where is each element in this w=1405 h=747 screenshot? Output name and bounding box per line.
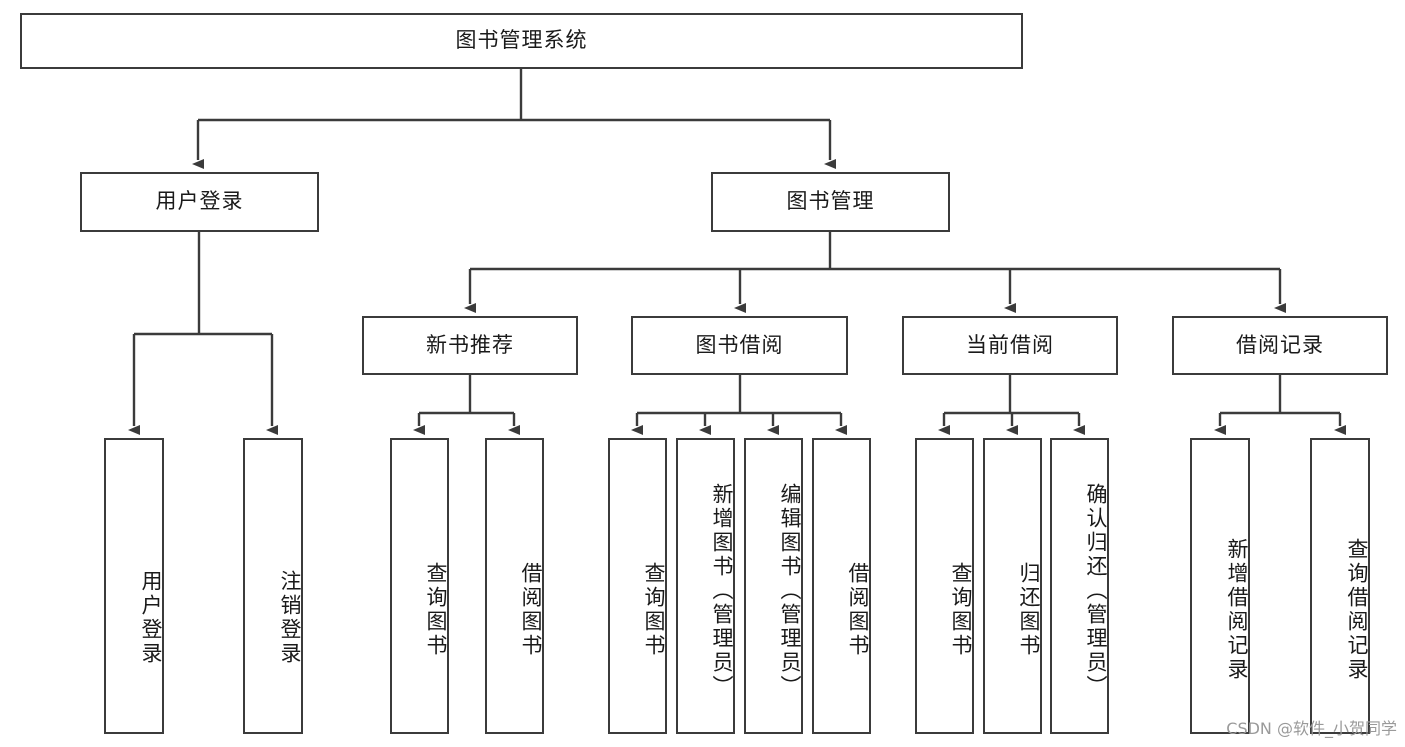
node-label: 新书推荐 (426, 332, 514, 357)
node-leaf-borrow-book[interactable]: 借阅图书 (812, 438, 871, 734)
node-label: 借阅图书 (846, 562, 870, 658)
node-leaf-query-record[interactable]: 查询借阅记录 (1310, 438, 1370, 734)
node-leaf-confirm-return[interactable]: 确认归还（管理员） (1050, 438, 1109, 734)
node-label: 新增图书（管理员） (710, 483, 734, 699)
node-label: 借阅图书 (519, 562, 543, 658)
node-leaf-edit-book[interactable]: 编辑图书（管理员） (744, 438, 803, 734)
node-current-borrow[interactable]: 当前借阅 (902, 316, 1118, 375)
node-label: 查询图书 (642, 562, 666, 658)
node-borrow-record[interactable]: 借阅记录 (1172, 316, 1388, 375)
node-label: 图书借阅 (695, 332, 784, 357)
node-root-图书管理系统[interactable]: 图书管理系统 (20, 13, 1023, 69)
node-user-login[interactable]: 用户登录 (80, 172, 319, 232)
node-new-book-recommend[interactable]: 新书推荐 (362, 316, 578, 375)
node-leaf-logout[interactable]: 注销登录 (243, 438, 303, 734)
node-label: 图书管理 (786, 189, 875, 214)
node-label: 查询图书 (949, 562, 973, 658)
node-label: 注销登录 (278, 570, 302, 666)
node-label: 用户登录 (139, 570, 163, 666)
node-leaf-query-book-borrow[interactable]: 查询图书 (608, 438, 667, 734)
node-label: 查询图书 (424, 562, 448, 658)
node-book-manage[interactable]: 图书管理 (711, 172, 950, 232)
node-leaf-return-book[interactable]: 归还图书 (983, 438, 1042, 734)
node-label: 用户登录 (155, 189, 244, 214)
node-book-borrow[interactable]: 图书借阅 (631, 316, 848, 375)
node-label: 借阅记录 (1236, 332, 1324, 357)
node-leaf-query-book-new[interactable]: 查询图书 (390, 438, 449, 734)
node-leaf-add-record[interactable]: 新增借阅记录 (1190, 438, 1250, 734)
node-leaf-query-book-current[interactable]: 查询图书 (915, 438, 974, 734)
node-label: 确认归还（管理员） (1084, 483, 1108, 699)
node-label: 编辑图书（管理员） (778, 483, 802, 699)
node-leaf-user-login[interactable]: 用户登录 (104, 438, 164, 734)
node-label: 当前借阅 (966, 332, 1054, 357)
node-label: 查询借阅记录 (1345, 538, 1369, 682)
node-leaf-add-book[interactable]: 新增图书（管理员） (676, 438, 735, 734)
csdn-watermark: CSDN @软件_小贺同学 (1226, 719, 1397, 738)
node-label: 归还图书 (1017, 562, 1041, 658)
node-label: 图书管理系统 (455, 28, 588, 53)
node-label: 新增借阅记录 (1225, 538, 1249, 682)
node-leaf-borrow-book-new[interactable]: 借阅图书 (485, 438, 544, 734)
